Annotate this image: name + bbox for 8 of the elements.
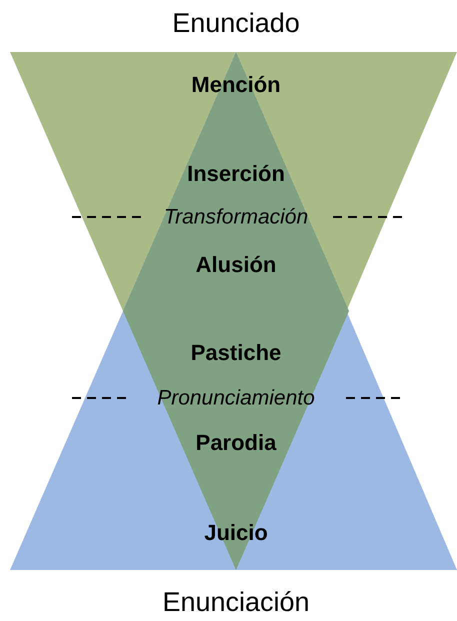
divider-label: Transformación <box>164 205 308 229</box>
top-label: Enunciado <box>172 9 300 39</box>
level-label: Parodia <box>196 430 276 456</box>
level-label: Pastiche <box>190 340 282 366</box>
bottom-label: Enunciación <box>162 588 310 618</box>
level-label: Alusión <box>196 252 276 278</box>
level-label: Inserción <box>187 162 285 186</box>
level-label: Mención <box>191 72 281 98</box>
